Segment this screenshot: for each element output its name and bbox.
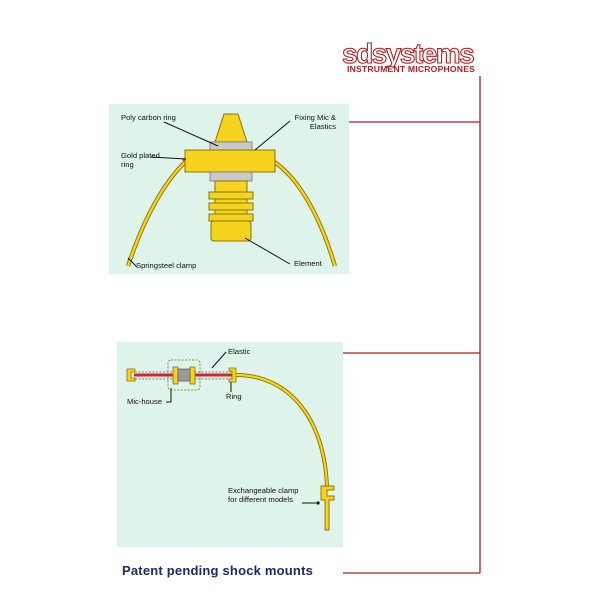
label-fixing-mic-1: Fixing Mic & [294,113,336,122]
exchangeable-clamp [320,485,335,531]
label-poly-carbon-ring: Poly carbon ring [121,113,176,122]
label-exchangeable-2: for different models [228,495,293,504]
label-mic-house: Mic-house [127,397,163,406]
label-fixing-mic-2: Elastics [309,122,336,131]
leader-poly-carbon [163,121,219,147]
sdsystems-logo: sdsystems [340,37,485,76]
label-ring: Ring [226,392,242,401]
clamp-arm [235,373,329,489]
label-exchangeable-1: Exchangeable clamp [228,486,299,495]
leader-gold-plated [150,156,187,160]
leader-mic-house [166,388,172,403]
leader-elastic [211,351,227,369]
clamp-arm-outline [235,373,329,489]
element-bottom [210,220,252,242]
leader-fixing-mic [254,120,291,151]
logo-text: sdsystems [342,38,474,68]
label-gold-plated-2: ring [121,160,134,169]
footer-title: Patent pending shock mounts [122,563,314,578]
leader-exchangeable-dot [316,501,320,505]
label-elastic: Elastic [228,347,251,356]
mic-ring-right [189,366,196,385]
left-clamp-end [126,368,136,382]
label-element: Element [294,259,322,268]
right-ring [228,367,237,383]
label-gold-plated-1: Gold plated [121,151,160,160]
mic-house-body [177,368,191,382]
brand-tagline: INSTRUMENT MICROPHONES [347,64,476,74]
mic-ring-left [172,366,179,385]
logo-wordmark: sdsystems [341,37,476,69]
leader-element [244,237,291,265]
leader-springsteel [127,257,138,268]
label-springsteel-clamp: Springsteel clamp [136,261,197,270]
